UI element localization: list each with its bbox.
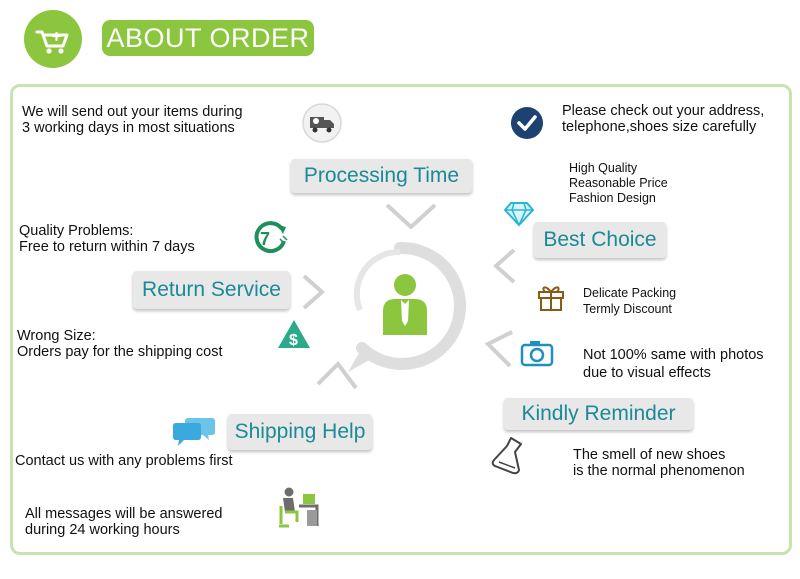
connector-chevron	[484, 330, 514, 373]
person-avatar-icon	[381, 271, 429, 340]
connector-chevron	[492, 248, 516, 289]
content-frame	[10, 84, 792, 555]
diamond-icon	[503, 201, 535, 232]
best-choice-features: High Quality Reasonable Price Fashion De…	[569, 161, 668, 205]
dollar-icon: $	[276, 318, 312, 355]
svg-text:7: 7	[260, 229, 270, 249]
photos-text: Not 100% same with photos due to visual …	[583, 347, 764, 381]
address-check-text: Please check out your address, telephone…	[562, 103, 765, 135]
checkmark-icon	[510, 106, 544, 145]
office-worker-icon	[277, 486, 319, 535]
chat-bubbles-icon	[172, 416, 216, 453]
processing-time-text: We will send out your items during 3 wor…	[22, 104, 243, 136]
shopping-cart-icon	[24, 10, 82, 68]
connector-chevron	[385, 203, 437, 234]
messages-text: All messages will be answered during 24 …	[25, 506, 223, 538]
connector-chevron	[302, 274, 326, 315]
page-title: ABOUT ORDER	[102, 20, 314, 56]
svg-text:$: $	[289, 332, 298, 349]
shipping-help-tag: Shipping Help	[228, 414, 372, 450]
kindly-reminder-tag: Kindly Reminder	[504, 398, 693, 430]
quality-problems-text: Quality Problems: Free to return within …	[19, 223, 195, 255]
best-choice-tag: Best Choice	[534, 222, 666, 258]
wrong-size-text: Wrong Size: Orders pay for the shipping …	[17, 328, 223, 360]
flask-icon	[491, 436, 527, 481]
seven-days-icon: 7	[250, 219, 290, 260]
processing-time-tag: Processing Time	[291, 159, 472, 193]
contact-text: Contact us with any problems first	[15, 453, 233, 469]
center-graphic	[300, 200, 500, 395]
camera-icon	[520, 339, 554, 372]
smell-text: The smell of new shoes is the normal phe…	[573, 447, 745, 479]
connector-chevron	[316, 360, 360, 395]
return-service-tag: Return Service	[133, 271, 290, 309]
delivery-truck-icon	[302, 103, 342, 148]
packing-text: Delicate Packing Termly Discount	[583, 286, 677, 316]
gift-icon	[535, 280, 567, 317]
